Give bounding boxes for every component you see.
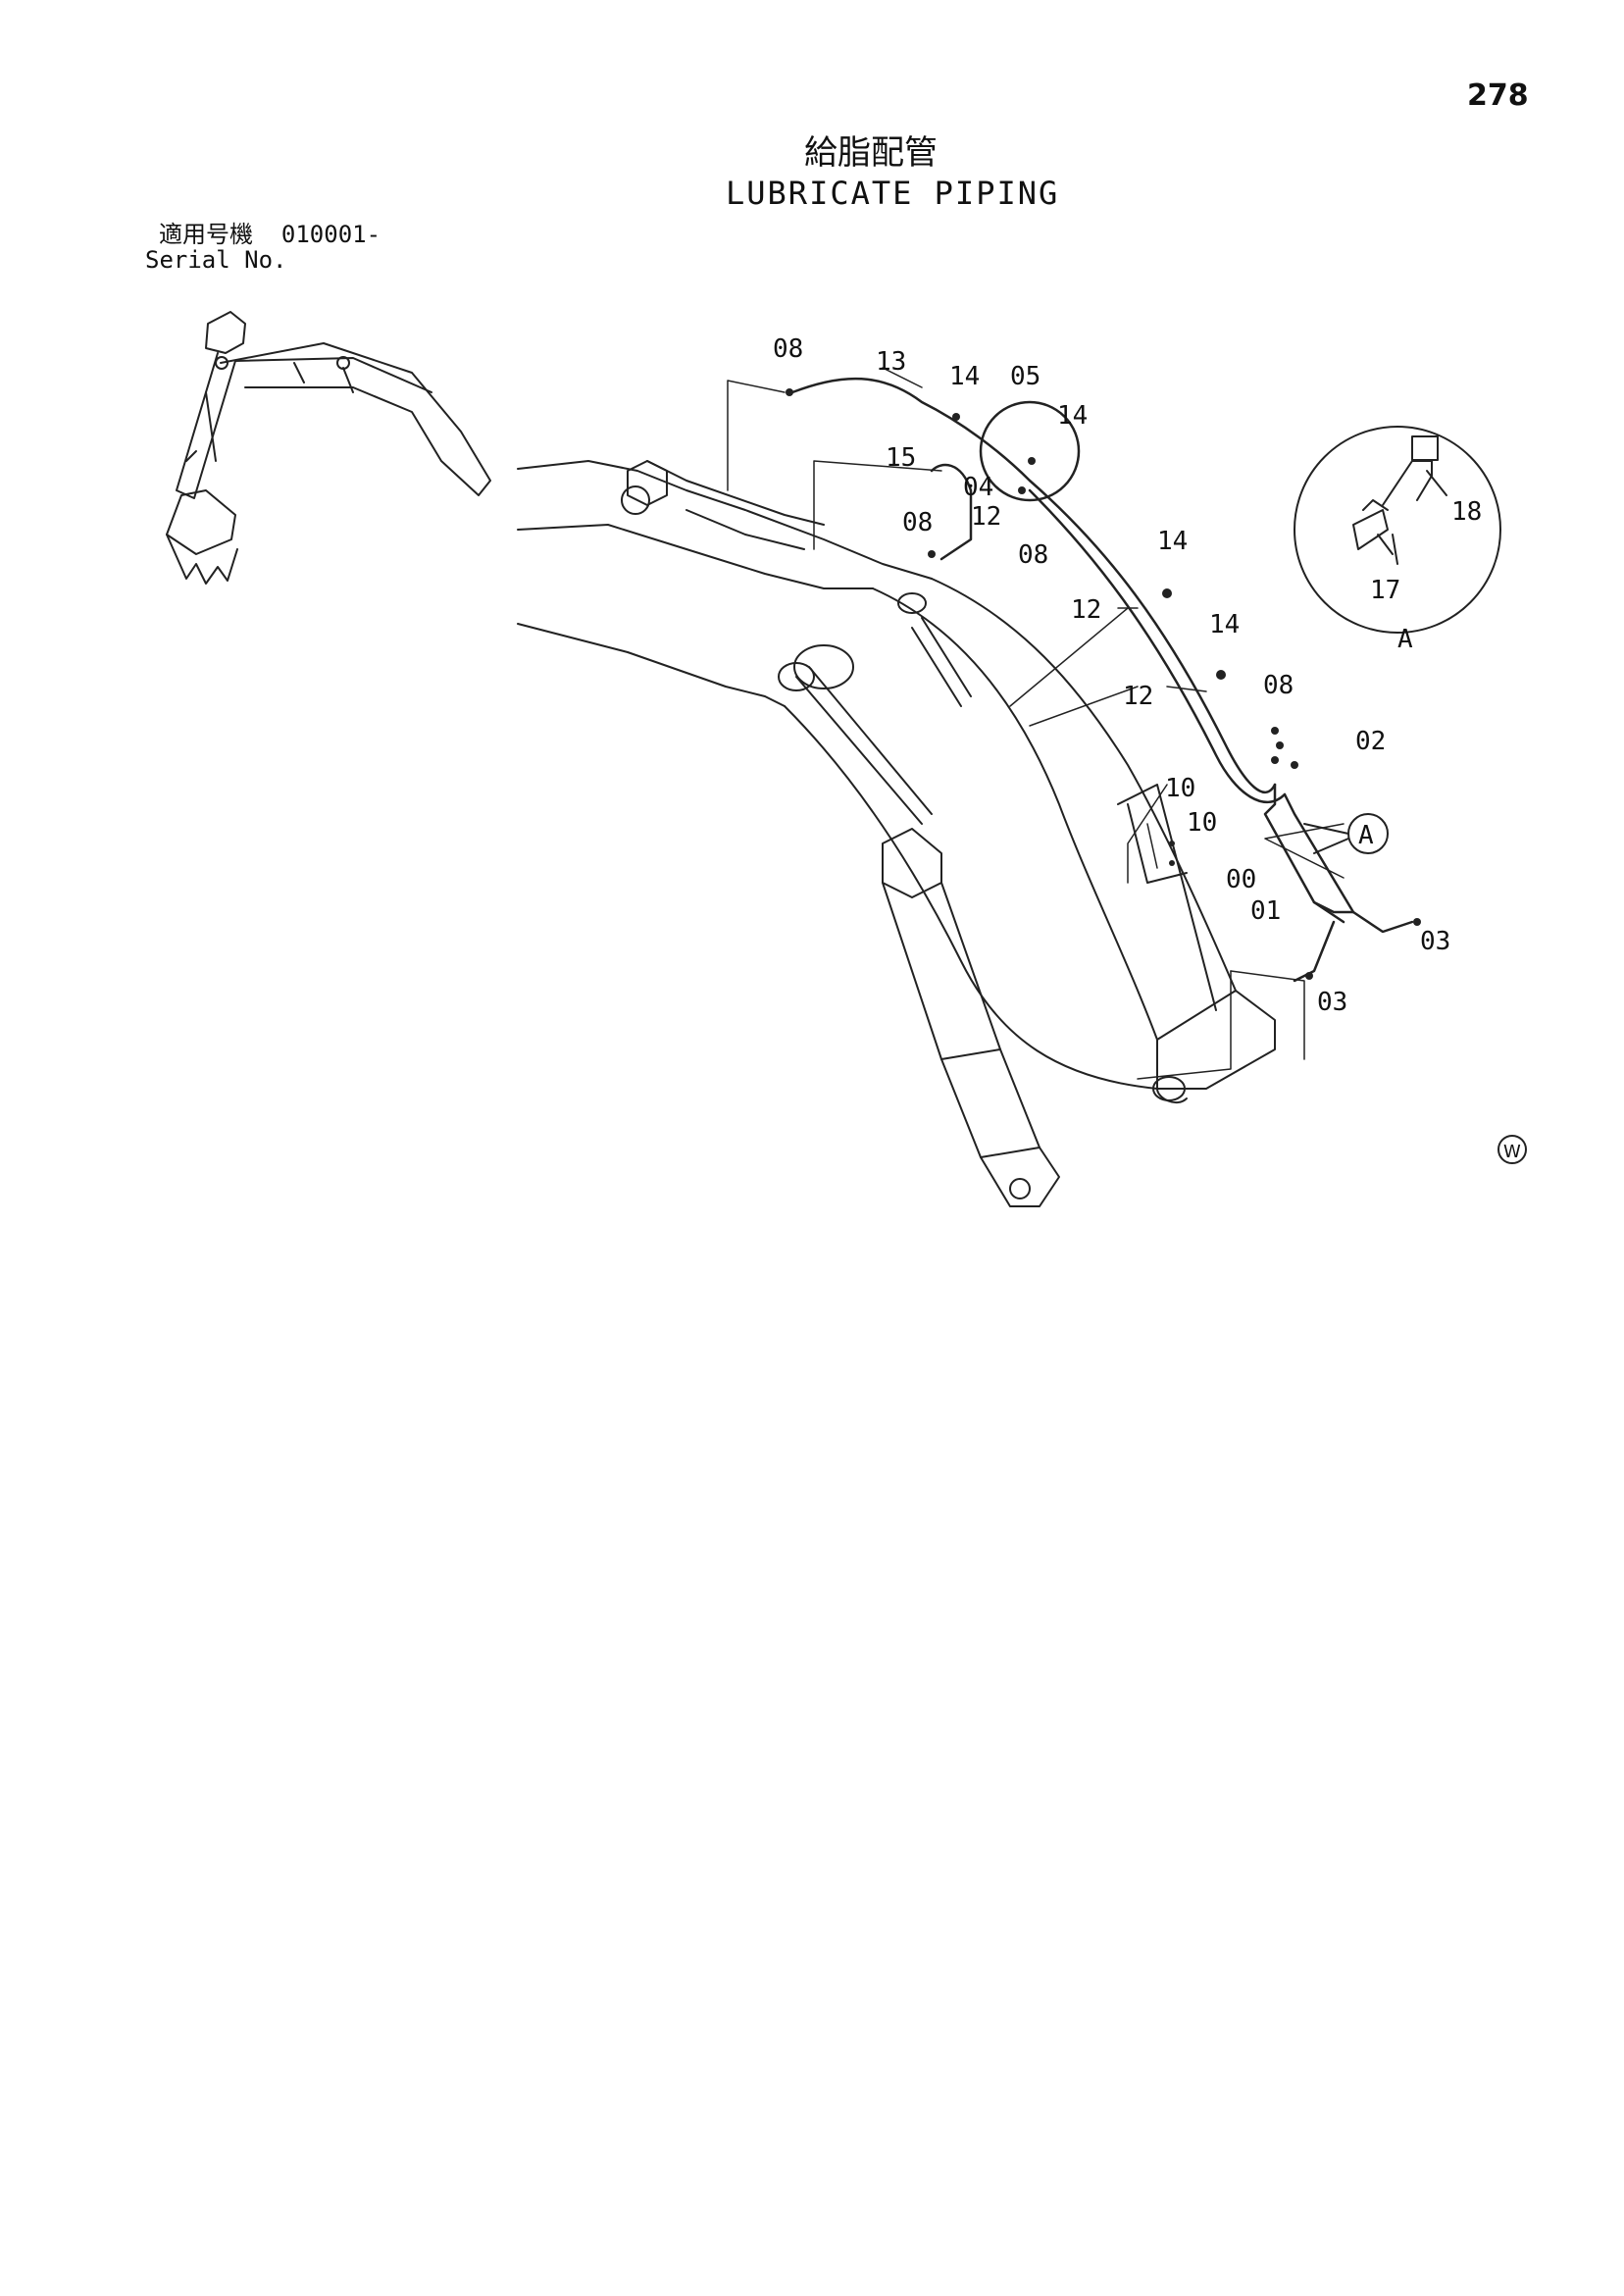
serial-value: 010001- <box>280 221 381 248</box>
callout-08: 08 <box>773 334 803 364</box>
serial-label-en: Serial No. <box>145 246 287 274</box>
callout-18: 18 <box>1451 497 1482 527</box>
callout-10: 10 <box>1165 774 1195 803</box>
detail-a-marker-label: A <box>1358 821 1374 850</box>
callout-10: 10 <box>1187 808 1217 838</box>
callout-08: 08 <box>902 508 933 537</box>
callout-17: 17 <box>1370 576 1400 605</box>
detail-a-view <box>1294 426 1501 634</box>
callout-13: 13 <box>876 347 906 377</box>
callout-01: 01 <box>1250 896 1281 926</box>
callout-05: 05 <box>1010 362 1040 391</box>
callout-14: 14 <box>1157 527 1188 556</box>
boom-structure <box>517 460 1276 1207</box>
callout-04: 04 <box>963 473 993 502</box>
excavator-overview-thumbnail <box>166 311 491 585</box>
serial-label-jp: 適用号機 <box>159 221 253 248</box>
callout-12: 12 <box>1071 595 1101 625</box>
callout-08: 08 <box>1263 671 1294 700</box>
callout-leaders <box>727 367 1345 1080</box>
callout-00: 00 <box>1226 865 1256 894</box>
callout-14: 14 <box>1209 610 1240 639</box>
page-number: 278 <box>1467 78 1529 113</box>
callout-02: 02 <box>1355 727 1386 756</box>
page-title-japanese: 給脂配管 <box>804 133 938 173</box>
callout-15: 15 <box>886 443 916 473</box>
watermark-mark <box>1497 1135 1527 1164</box>
callout-14: 14 <box>949 362 980 391</box>
lubricate-pipes <box>790 377 1414 983</box>
callout-03: 03 <box>1317 988 1347 1017</box>
watermark-letter: W <box>1503 1142 1521 1162</box>
detail-a-label: A <box>1397 625 1413 654</box>
fittings <box>786 388 1421 980</box>
page-title: LUBRICATE PIPING <box>726 175 1060 212</box>
callout-12: 12 <box>1123 682 1153 711</box>
callout-12: 12 <box>971 502 1001 532</box>
serial-number-block: 適用号機 010001- Serial No. <box>145 222 381 273</box>
callout-08: 08 <box>1018 540 1048 570</box>
callout-14: 14 <box>1057 401 1088 431</box>
detail-a-marker <box>1303 813 1389 854</box>
callout-03: 03 <box>1420 927 1450 956</box>
callout-labels: 08 13 14 05 14 15 04 08 12 08 14 12 14 1… <box>773 334 1521 1162</box>
